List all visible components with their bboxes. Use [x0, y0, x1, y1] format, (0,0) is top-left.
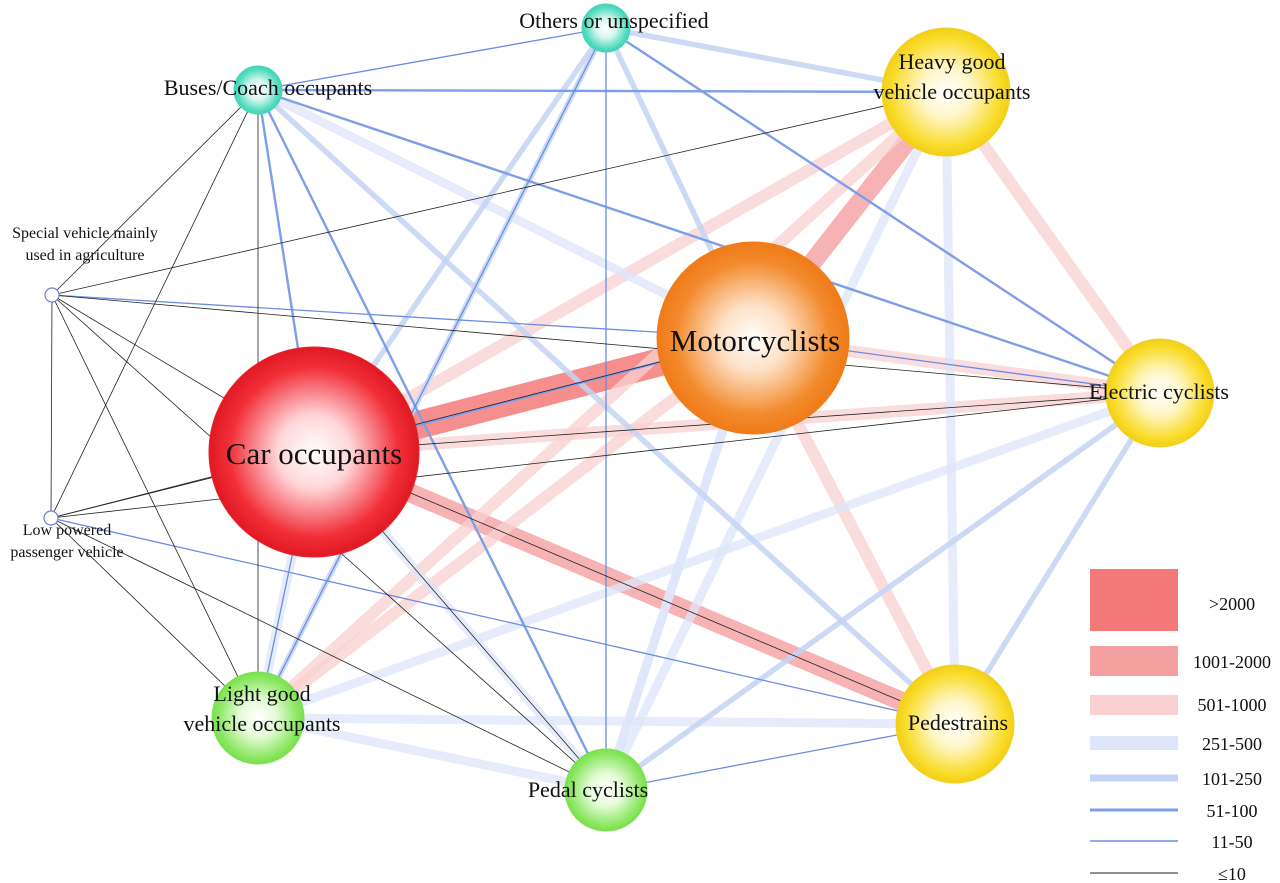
edge-lgv-motor [254, 333, 757, 723]
node-label-ped: Pedestrains [908, 710, 1008, 735]
edge-pedal-electric [604, 390, 1162, 793]
legend-item-c101: 101-250 [1090, 769, 1262, 789]
edge-special-lowpow [50, 294, 53, 519]
legend-item-c11: 11-50 [1090, 832, 1253, 852]
legend: >2000 1001-2000 501-1000 251-500 101-250 51-1… [1090, 569, 1271, 883]
node-pedal: Pedal cyclists [528, 748, 648, 832]
node-label-special: used in agriculture [25, 247, 144, 264]
node-label-buses: Buses/Coach occupants [164, 75, 372, 100]
edge-special-buses [51, 89, 259, 296]
legend-item-c1001: 1001-2000 [1090, 646, 1271, 676]
node-motor: Motorcyclists [656, 241, 850, 435]
node-label-lowpow: Low powered [23, 522, 111, 539]
legend-swatch-c501 [1090, 695, 1178, 715]
node-ped: Pedestrains [895, 664, 1015, 784]
edge-special-electric [51, 294, 1161, 394]
edge-lgv-others [257, 27, 607, 719]
node-label-hgv: Heavy good [899, 49, 1006, 74]
node-label-motor: Motorcyclists [670, 323, 841, 358]
node-label-electric: Electric cyclists [1089, 379, 1229, 404]
node-circle-electric [1105, 338, 1215, 448]
legend-label-le10: ≤10 [1218, 864, 1246, 883]
node-circle-special [44, 287, 60, 303]
legend-item-c51: 51-100 [1090, 801, 1258, 821]
node-lgv: Light good vehicle occupants [184, 671, 341, 765]
node-circle-pedal [564, 748, 648, 832]
node-circle-lgv [211, 671, 305, 765]
node-circle-ped [895, 664, 1015, 784]
node-special: Special vehicle mainly used in agricultur… [12, 225, 158, 303]
node-lowpow: Low powered passenger vehicle [10, 510, 124, 561]
node-label-car: Car occupants [226, 436, 402, 471]
node-label-lgv: Light good [213, 681, 310, 706]
edge-pedal-hgv [601, 90, 951, 792]
node-label-others: Others or unspecified [519, 8, 708, 33]
legend-swatch-gt2000 [1090, 569, 1178, 631]
legend-label-c1001: 1001-2000 [1193, 652, 1271, 672]
edge-ped-electric [952, 391, 1163, 726]
node-label-lowpow: passenger vehicle [10, 544, 123, 561]
node-label-hgv: vehicle occupants [874, 79, 1031, 104]
node-hgv: Heavy good vehicle occupants [874, 27, 1031, 157]
edge-others-electric [605, 26, 1161, 395]
legend-item-le10: ≤10 [1090, 864, 1246, 883]
legend-label-c51: 51-100 [1207, 801, 1258, 821]
node-label-special: Special vehicle mainly [12, 225, 158, 242]
edge-car-ped [313, 451, 956, 725]
edge-lowpow-lgv [50, 517, 259, 719]
edge-lgv-pedal [257, 713, 607, 795]
edge-lowpow-ped [50, 517, 956, 725]
legend-label-c11: 11-50 [1211, 832, 1252, 852]
edge-special-hgv [51, 91, 947, 296]
node-circle-buses [233, 65, 283, 115]
node-circle-motor [656, 241, 850, 435]
legend-label-c101: 101-250 [1202, 769, 1262, 789]
node-label-pedal: Pedal cyclists [528, 777, 648, 802]
node-circle-hgv [881, 27, 1011, 157]
edge-buses-pedal [256, 89, 608, 791]
legend-label-c501: 501-1000 [1198, 695, 1267, 715]
edge-buses-others [257, 27, 607, 91]
node-buses: Buses/Coach occupants [164, 65, 372, 115]
edge-lgv-electric [256, 388, 1162, 723]
edge-lowpow-buses [50, 89, 259, 519]
node-circle-lowpow [43, 510, 59, 526]
edge-lowpow-pedal [50, 517, 607, 791]
edge-buses-hgv [257, 88, 947, 94]
node-car: Car occupants [208, 346, 420, 558]
edge-buses-electric [257, 88, 1161, 395]
edge-special-motor [51, 294, 754, 339]
node-circle-others [581, 3, 631, 53]
legend-item-c251: 251-500 [1090, 734, 1262, 754]
node-label-lgv: vehicle occupants [184, 711, 341, 736]
legend-swatch-c1001 [1090, 646, 1178, 676]
legend-item-gt2000: >2000 [1090, 569, 1255, 631]
edges-layer [50, 25, 1165, 795]
node-others: Others or unspecified [519, 3, 709, 53]
node-circle-car [208, 346, 420, 558]
legend-label-gt2000: >2000 [1209, 594, 1255, 614]
legend-label-c251: 251-500 [1202, 734, 1262, 754]
legend-item-c501: 501-1000 [1090, 695, 1267, 715]
node-electric: Electric cyclists [1089, 338, 1229, 448]
